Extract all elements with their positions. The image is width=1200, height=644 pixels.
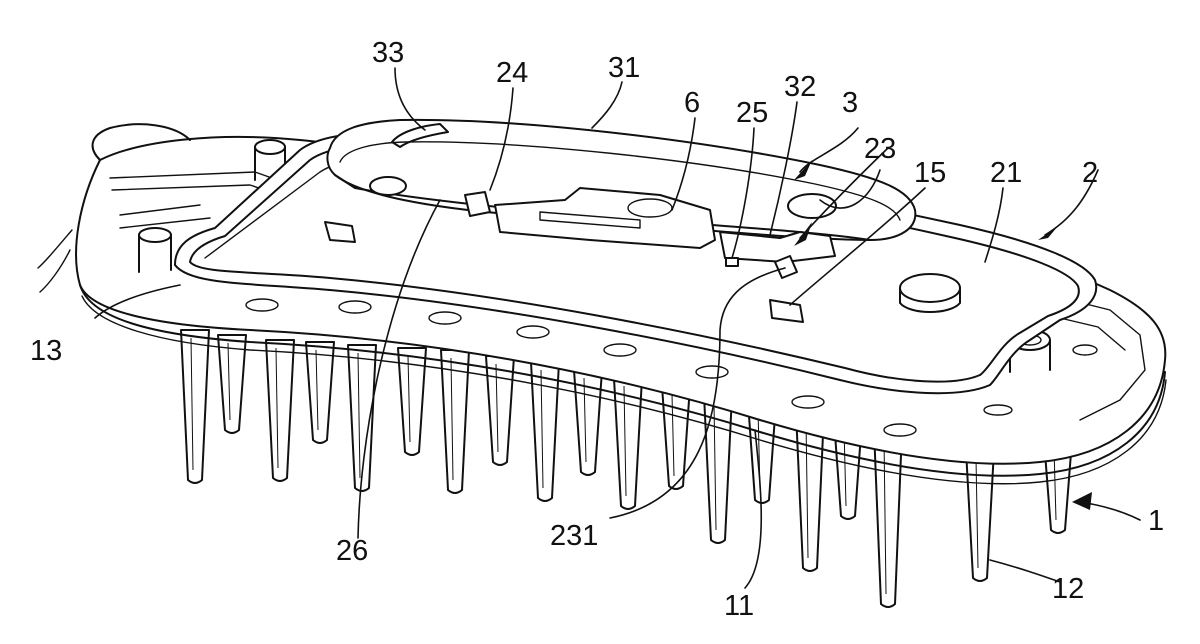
- label-21: 21: [990, 157, 1022, 189]
- bristle-pin: [874, 430, 902, 607]
- label-11: 11: [724, 590, 754, 622]
- label-3: 3: [842, 87, 858, 119]
- label-33: 33: [372, 37, 404, 69]
- bristle-pin: [531, 362, 559, 501]
- bristle-pin: [181, 330, 209, 483]
- label-13: 13: [30, 335, 62, 367]
- label-2: 2: [1082, 157, 1098, 189]
- label-24: 24: [496, 57, 528, 89]
- label-15: 15: [914, 157, 946, 189]
- label-12: 12: [1052, 573, 1084, 605]
- label-231: 231: [550, 520, 598, 552]
- label-25: 25: [736, 97, 768, 129]
- label-6: 6: [684, 87, 700, 119]
- bristle-pin: [966, 450, 994, 581]
- bristle-pin: [306, 342, 334, 443]
- bristle-pin: [266, 340, 294, 481]
- label-31: 31: [608, 52, 640, 84]
- label-32: 32: [784, 71, 816, 103]
- label-1: 1: [1148, 505, 1164, 537]
- label-23: 23: [864, 133, 896, 165]
- label-26: 26: [336, 535, 368, 567]
- bristle-pin: [574, 370, 602, 475]
